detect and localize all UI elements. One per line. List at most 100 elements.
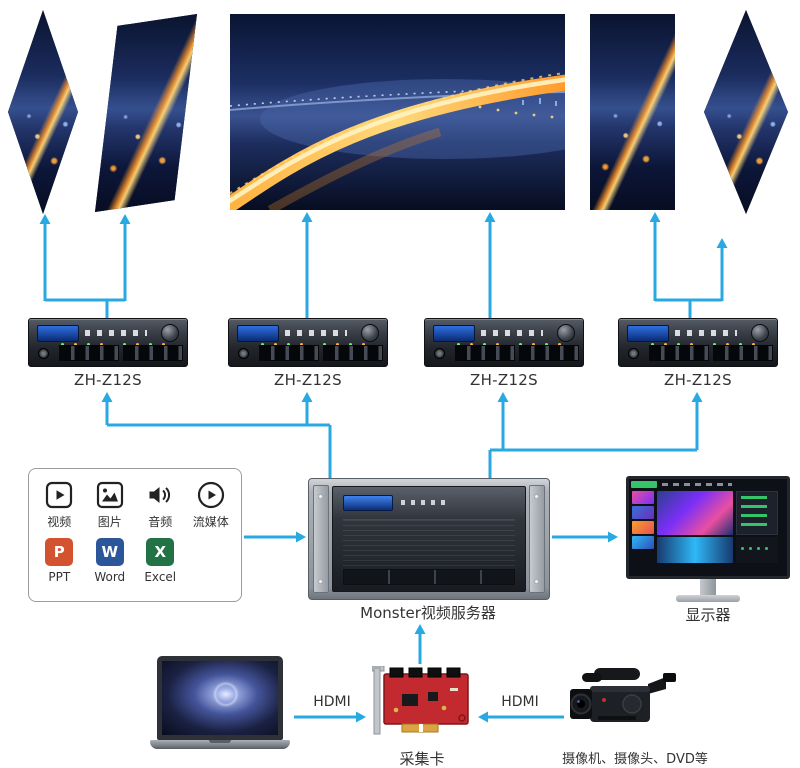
- video-processor-3: ZH-Z12S: [424, 318, 584, 389]
- monitor-ui-menubar: [662, 483, 732, 486]
- media-type-label: 图片: [97, 515, 122, 529]
- media-type-label: 流媒体: [192, 515, 229, 529]
- processor-ports-group2: [713, 345, 773, 361]
- media-type-word: W Word: [86, 538, 135, 584]
- excel-letter: X: [154, 543, 167, 561]
- camera-mic: [582, 673, 602, 682]
- monitor-screen: [626, 476, 790, 579]
- media-type-excel: X Excel: [136, 538, 185, 584]
- hdmi-label-left: HDMI: [313, 694, 351, 710]
- media-type-label: 视频: [47, 515, 72, 529]
- processor-buttons: [675, 330, 737, 336]
- server-drive-slots: [343, 569, 515, 585]
- camera-handle: [594, 668, 640, 680]
- monitor-ui-bottom-panel: [736, 537, 778, 563]
- led-screen-main: [230, 14, 565, 210]
- processor-ports-group1: [455, 345, 515, 361]
- server-buttons: [401, 500, 445, 505]
- server-rail-right: [529, 485, 545, 593]
- monitor: [626, 476, 790, 602]
- laptop-wallpaper: [162, 661, 278, 735]
- processor-ports-group1: [59, 345, 119, 361]
- capture-card-label: 采集卡: [399, 750, 445, 768]
- camera-dial: [622, 694, 642, 714]
- processor-ports-group2: [519, 345, 579, 361]
- monitor-ui-thumbnail: [632, 536, 654, 549]
- monitor-ui-side-panel: [736, 491, 778, 535]
- media-type-audio: 音频: [136, 481, 185, 530]
- media-type-label: Excel: [144, 570, 177, 584]
- video-processor-4: ZH-Z12S: [618, 318, 778, 389]
- processor-ports-group2: [123, 345, 183, 361]
- monitor-stand-base: [676, 595, 740, 602]
- media-type-ppt: P PPT: [35, 538, 84, 584]
- laptop-screen: [157, 656, 283, 740]
- excel-icon: X: [146, 538, 175, 566]
- media-type-label: 音频: [148, 515, 173, 529]
- processor-leds: [457, 343, 460, 346]
- monitor-ui-preview: [657, 491, 733, 535]
- media-type-image: 图片: [86, 481, 135, 530]
- hdmi-label-right: HDMI: [501, 694, 539, 710]
- server-front-panel: [332, 486, 526, 592]
- video-processor-2: ZH-Z12S: [228, 318, 388, 389]
- bridge-photo: [230, 14, 565, 210]
- ppt-icon: P: [45, 538, 74, 566]
- processor-chassis: [424, 318, 584, 367]
- monitor-ui-thumbnail: [632, 506, 654, 519]
- processor-power-button: [628, 348, 639, 359]
- server-lcd: [343, 495, 393, 511]
- processor-ports-group1: [649, 345, 709, 361]
- audio-icon: [149, 487, 171, 503]
- processor-power-button: [38, 348, 49, 359]
- ppt-letter: P: [53, 543, 65, 561]
- card-hdmi-ports: [389, 667, 461, 678]
- media-sources-box: 视频 图片 音频 流媒体: [28, 468, 242, 602]
- led-screen-parallelogram: [95, 14, 197, 212]
- processor-knob: [557, 324, 575, 342]
- camera-label: 摄像机、摄像头、DVD等: [562, 752, 708, 767]
- card-pcb: [383, 673, 469, 725]
- camera-viewfinder: [648, 677, 666, 694]
- card-bracket: [373, 667, 381, 735]
- monitor-ui-thumbnail: [632, 491, 654, 504]
- processor-knob: [161, 324, 179, 342]
- processor-lcd: [433, 325, 475, 342]
- processor-knob: [751, 324, 769, 342]
- word-icon: W: [95, 538, 124, 566]
- led-screen-tall: [590, 14, 675, 210]
- processor-leds: [261, 343, 264, 346]
- server-rail-left: [313, 485, 329, 593]
- processor-buttons: [481, 330, 543, 336]
- card-chip: [402, 694, 418, 706]
- monitor-ui-logo: [631, 481, 657, 488]
- laptop: [150, 656, 290, 749]
- video-camera: [570, 668, 676, 722]
- capture-card: [372, 666, 469, 735]
- laptop-base: [150, 740, 290, 749]
- processor-buttons: [85, 330, 147, 336]
- server-vents: [343, 519, 515, 571]
- monitor-ui-preview-2: [657, 537, 733, 563]
- processor-lcd: [237, 325, 279, 342]
- stream-icon: [197, 481, 224, 509]
- processor-lcd: [627, 325, 669, 342]
- word-letter: W: [101, 543, 119, 561]
- led-screen-diamond-right: [704, 10, 788, 214]
- processor-lcd: [37, 325, 79, 342]
- video-icon: [46, 481, 73, 509]
- led-screen-diamond-left: [8, 10, 78, 214]
- media-type-stream: 流媒体: [187, 481, 236, 530]
- image-icon: [96, 481, 123, 509]
- monitor-ui-thumbnail: [632, 521, 654, 534]
- processor-label: ZH-Z12S: [74, 371, 142, 389]
- processor-buttons: [285, 330, 347, 336]
- media-type-label: PPT: [48, 570, 71, 584]
- processor-chassis: [28, 318, 188, 367]
- video-processor-1: ZH-Z12S: [28, 318, 188, 389]
- media-type-video: 视频: [35, 481, 84, 530]
- processor-ports-group1: [259, 345, 319, 361]
- processor-knob: [361, 324, 379, 342]
- video-server: [308, 478, 550, 600]
